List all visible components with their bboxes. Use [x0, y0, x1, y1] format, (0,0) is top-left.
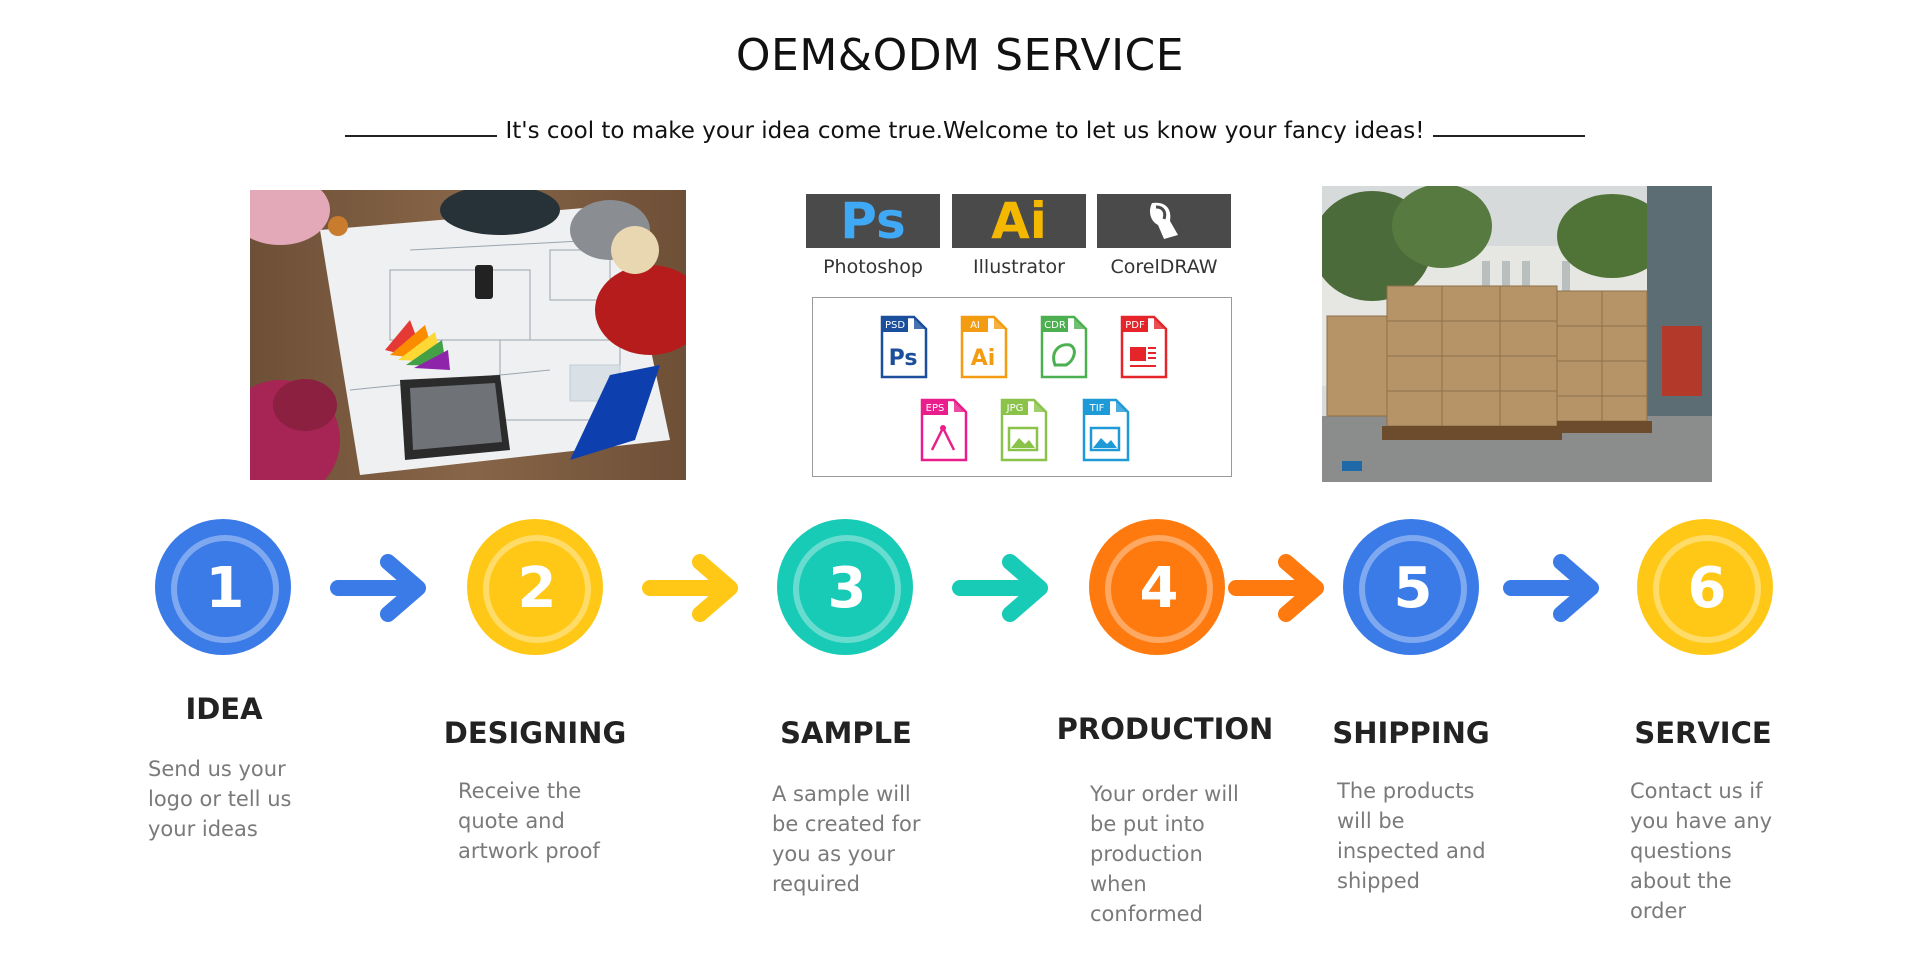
- pdf-file-icon: PDF: [1120, 315, 1168, 379]
- step-number: 3: [827, 556, 867, 621]
- jpg-file-icon: JPG: [1000, 398, 1048, 462]
- step-badge-ring: 2: [483, 535, 591, 643]
- pallets-photo: [1322, 186, 1712, 482]
- page-subtitle: It's cool to make your idea come true.We…: [505, 118, 1425, 144]
- svg-text:Ps: Ps: [889, 346, 918, 371]
- step-badge-ring: 3: [793, 535, 901, 643]
- step-title: SAMPLE: [780, 716, 912, 750]
- coreldraw-label: CorelDRAW: [1110, 256, 1218, 278]
- right-arrow-icon: [952, 552, 1052, 629]
- tif-file-icon: TIF: [1082, 398, 1130, 462]
- svg-text:CDR: CDR: [1044, 320, 1066, 331]
- step-badge-ring: 1: [171, 535, 279, 643]
- step-number: 6: [1687, 556, 1727, 621]
- step-number: 2: [517, 556, 557, 621]
- right-arrow-icon: [1503, 552, 1603, 629]
- step-description: The products will be inspected and shipp…: [1337, 779, 1486, 893]
- divider-left: [345, 135, 497, 137]
- step-description: Receive the quote and artwork proof: [458, 779, 600, 863]
- design-team-photo: [250, 190, 686, 480]
- photoshop-label: Photoshop: [823, 256, 923, 278]
- step-title: SHIPPING: [1332, 716, 1490, 750]
- divider-right: [1433, 135, 1585, 137]
- step-1-badge: 1: [155, 519, 291, 655]
- photoshop-icon: Ps: [806, 192, 940, 250]
- right-arrow-icon: [642, 552, 742, 629]
- step-title: SERVICE: [1634, 716, 1772, 750]
- svg-text:EPS: EPS: [926, 403, 945, 414]
- illustrator-icon: Ai: [952, 192, 1086, 250]
- svg-text:Ai: Ai: [971, 346, 996, 371]
- cdr-file-icon: CDR: [1040, 315, 1088, 379]
- photoshop-abbr: Ps: [840, 192, 906, 250]
- step-4-badge: 4: [1089, 519, 1225, 655]
- page-title: OEM&ODM SERVICE: [735, 30, 1185, 81]
- step-badge-ring: 5: [1359, 535, 1467, 643]
- svg-text:AI: AI: [970, 320, 980, 331]
- ai-file-icon: AI Ai: [960, 315, 1008, 379]
- step-5-badge: 5: [1343, 519, 1479, 655]
- svg-text:JPG: JPG: [1006, 403, 1024, 414]
- step-number: 4: [1139, 556, 1179, 621]
- coreldraw-icon: [1097, 194, 1231, 248]
- illustrator-label: Illustrator: [973, 256, 1065, 278]
- right-arrow-icon: [1228, 552, 1328, 629]
- step-number: 1: [205, 556, 245, 621]
- step-title: IDEA: [185, 692, 263, 726]
- step-6-badge: 6: [1637, 519, 1773, 655]
- svg-text:TIF: TIF: [1089, 403, 1105, 414]
- step-2-badge: 2: [467, 519, 603, 655]
- step-description: Send us your logo or tell us your ideas: [148, 757, 292, 841]
- step-3-badge: 3: [777, 519, 913, 655]
- illustrator-abbr: Ai: [991, 192, 1047, 250]
- step-title: PRODUCTION: [1056, 712, 1274, 746]
- right-arrow-icon: [330, 552, 430, 629]
- step-description: Contact us if you have any questions abo…: [1630, 779, 1773, 923]
- svg-text:PSD: PSD: [885, 320, 905, 331]
- step-description: A sample will be created for you as your…: [772, 782, 921, 896]
- step-badge-ring: 4: [1105, 535, 1213, 643]
- eps-file-icon: EPS: [920, 398, 968, 462]
- psd-file-icon: PSD Ps: [880, 315, 928, 379]
- svg-text:PDF: PDF: [1125, 320, 1145, 331]
- step-badge-ring: 6: [1653, 535, 1761, 643]
- subtitle-row: It's cool to make your idea come true.We…: [345, 118, 1585, 152]
- step-number: 5: [1393, 556, 1433, 621]
- step-title: DESIGNING: [443, 716, 627, 750]
- step-description: Your order will be put into production w…: [1090, 782, 1239, 926]
